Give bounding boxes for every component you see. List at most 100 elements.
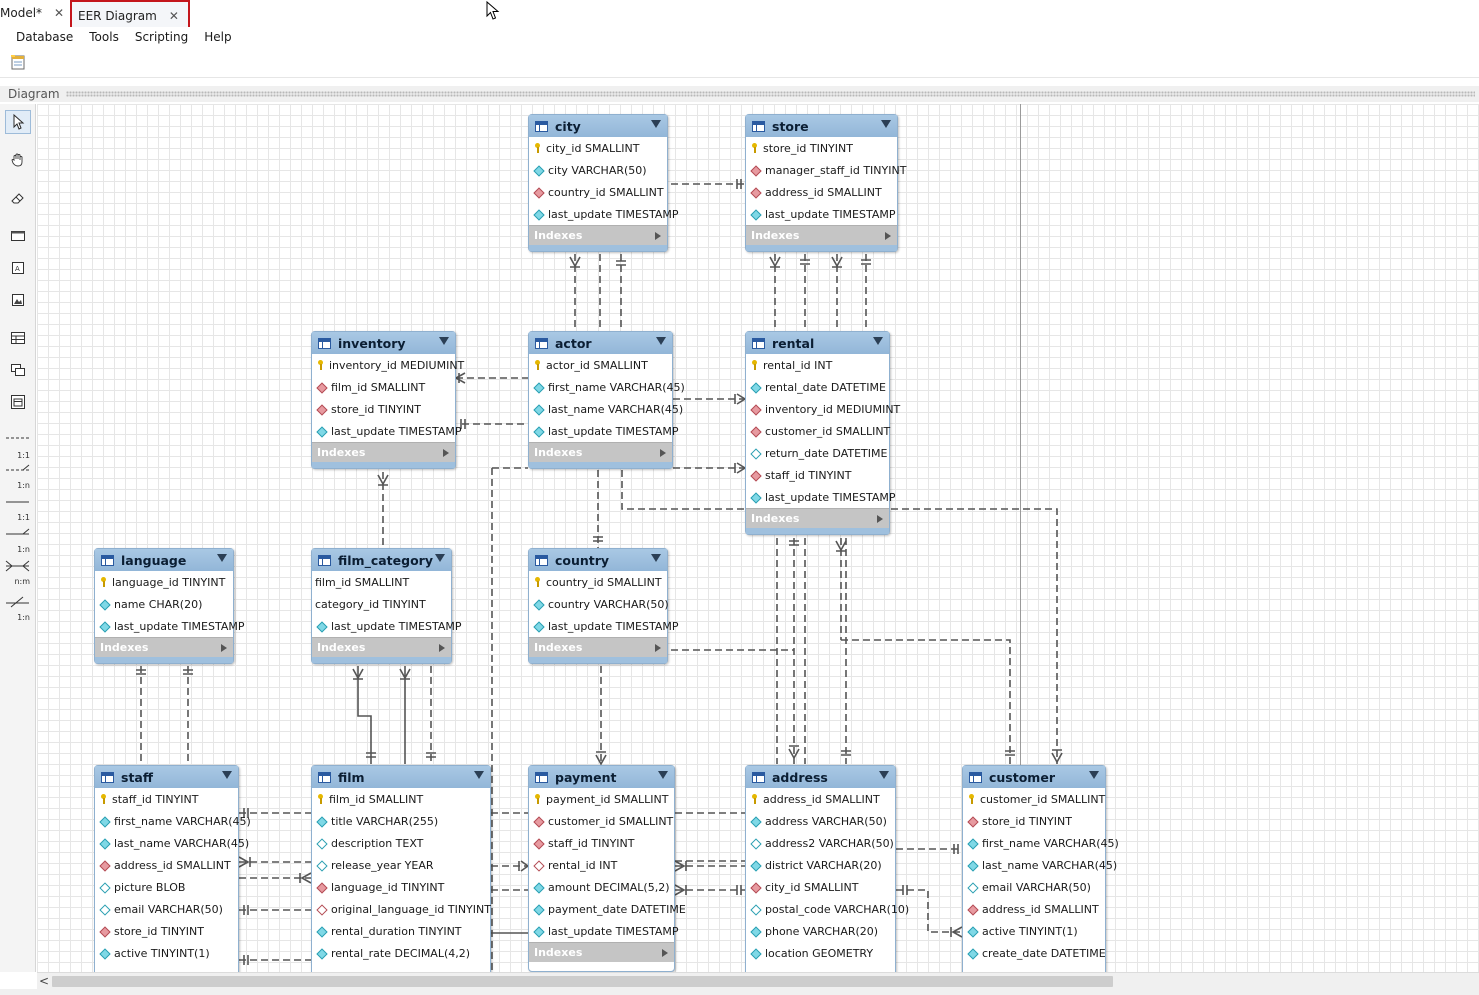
menu-scripting[interactable]: Scripting	[134, 30, 189, 44]
relationship-1-1-icon[interactable]: 1:1	[5, 432, 31, 460]
table-customer-column[interactable]: customer_id SMALLINT	[963, 788, 1105, 810]
table-icon[interactable]	[5, 326, 31, 350]
table-country-header[interactable]: country	[529, 549, 667, 571]
table-customer-column[interactable]: address_id SMALLINT	[963, 898, 1105, 920]
select-icon[interactable]	[5, 110, 31, 134]
table-staff-column[interactable]: address_id SMALLINT	[95, 854, 238, 876]
table-language-header[interactable]: language	[95, 549, 233, 571]
table-customer-column[interactable]: last_name VARCHAR(45)	[963, 854, 1117, 876]
relationship-1-1-identifying-icon[interactable]: 1:1	[5, 494, 31, 522]
table-film-category-header[interactable]: film_category	[312, 549, 451, 571]
text-note-icon[interactable]: A	[5, 256, 31, 280]
table-menu-arrow-icon[interactable]	[651, 120, 661, 128]
horizontal-scrollbar[interactable]: <	[37, 972, 1479, 989]
table-inventory-column[interactable]: inventory_id MEDIUMINT	[312, 354, 464, 376]
table-inventory-header[interactable]: inventory	[312, 332, 455, 354]
table-customer-column[interactable]: email VARCHAR(50)	[963, 876, 1105, 898]
table-rental[interactable]: rental rental_id INT rental_date DATETIM…	[745, 331, 900, 535]
table-film-column[interactable]: rental_duration TINYINT	[312, 920, 490, 942]
table-menu-arrow-icon[interactable]	[222, 771, 232, 779]
table-rental-header[interactable]: rental	[746, 332, 889, 354]
relationship-1-n-identifying-icon[interactable]: 1:n	[5, 526, 31, 554]
diagram-canvas[interactable]: city city_id SMALLINT city VARCHAR(50) c…	[37, 104, 1479, 985]
table-film-column[interactable]: title VARCHAR(255)	[312, 810, 490, 832]
table-menu-arrow-icon[interactable]	[435, 554, 445, 562]
table-rental-column[interactable]: rental_date DATETIME	[746, 376, 889, 398]
table-country-column[interactable]: country_id SMALLINT	[529, 571, 667, 593]
table-language-column[interactable]: last_update TIMESTAMP	[95, 615, 245, 637]
table-payment-column[interactable]: customer_id SMALLINT	[529, 810, 674, 832]
table-customer-column[interactable]: create_date DATETIME	[963, 942, 1106, 964]
menu-help[interactable]: Help	[204, 30, 232, 44]
table-address-column[interactable]: phone VARCHAR(20)	[746, 920, 895, 942]
table-rental-column[interactable]: return_date DATETIME	[746, 442, 889, 464]
table-city[interactable]: city city_id SMALLINT city VARCHAR(50) c…	[528, 114, 679, 252]
table-menu-arrow-icon[interactable]	[439, 337, 449, 345]
table-store-column[interactable]: last_update TIMESTAMP	[746, 203, 897, 225]
table-actor-column[interactable]: first_name VARCHAR(45)	[529, 376, 685, 398]
table-store[interactable]: store store_id TINYINT manager_staff_id …	[745, 114, 906, 252]
table-payment-header[interactable]: payment	[529, 766, 674, 788]
table-film-column[interactable]: description TEXT	[312, 832, 490, 854]
table-payment-column[interactable]: staff_id TINYINT	[529, 832, 674, 854]
table-address-column[interactable]: address2 VARCHAR(50)	[746, 832, 895, 854]
eraser-icon[interactable]	[5, 186, 31, 210]
table-store-column[interactable]: store_id TINYINT	[746, 137, 897, 159]
table-country[interactable]: country country_id SMALLINT country VARC…	[528, 548, 679, 664]
table-film-category-column[interactable]: category_id TINYINT	[312, 593, 451, 615]
table-actor-indexes[interactable]: Indexes	[529, 442, 672, 462]
table-menu-arrow-icon[interactable]	[658, 771, 668, 779]
panel-grip[interactable]	[65, 91, 1475, 97]
table-address-header[interactable]: address	[746, 766, 895, 788]
relationship-n-m-icon[interactable]: n:m	[5, 558, 31, 586]
tab-eer-diagram[interactable]: EER Diagram ✕	[70, 0, 190, 32]
table-customer-column[interactable]: active TINYINT(1)	[963, 920, 1105, 942]
table-payment-column[interactable]: amount DECIMAL(5,2)	[529, 876, 674, 898]
table-customer-column[interactable]: store_id TINYINT	[963, 810, 1105, 832]
table-store-column[interactable]: address_id SMALLINT	[746, 181, 897, 203]
table-address-column[interactable]: postal_code VARCHAR(10)	[746, 898, 909, 920]
table-staff-column[interactable]: store_id TINYINT	[95, 920, 238, 942]
table-country-indexes[interactable]: Indexes	[529, 637, 667, 657]
table-city-indexes[interactable]: Indexes	[529, 225, 667, 245]
table-payment-column[interactable]: payment_date DATETIME	[529, 898, 686, 920]
table-city-column[interactable]: city VARCHAR(50)	[529, 159, 667, 181]
view-icon[interactable]	[5, 358, 31, 382]
table-film-category-column[interactable]: film_id SMALLINT	[312, 571, 451, 593]
image-icon[interactable]	[5, 288, 31, 312]
table-city-column[interactable]: city_id SMALLINT	[529, 137, 667, 159]
table-address-column[interactable]: location GEOMETRY	[746, 942, 895, 964]
table-staff-column[interactable]: email VARCHAR(50)	[95, 898, 238, 920]
table-customer-column[interactable]: first_name VARCHAR(45)	[963, 832, 1119, 854]
table-language-column[interactable]: name CHAR(20)	[95, 593, 233, 615]
table-inventory-column[interactable]: last_update TIMESTAMP	[312, 420, 462, 442]
table-inventory-column[interactable]: film_id SMALLINT	[312, 376, 455, 398]
layer-icon[interactable]	[5, 224, 31, 248]
table-actor-column[interactable]: actor_id SMALLINT	[529, 354, 672, 376]
table-staff-header[interactable]: staff	[95, 766, 238, 788]
table-actor[interactable]: actor actor_id SMALLINT first_name VARCH…	[528, 331, 685, 469]
table-staff-column[interactable]: active TINYINT(1)	[95, 942, 238, 964]
hand-icon[interactable]	[5, 148, 31, 172]
table-film[interactable]: film film_id SMALLINT title VARCHAR(255)…	[311, 765, 491, 985]
table-inventory[interactable]: inventory inventory_id MEDIUMINT film_id…	[311, 331, 464, 469]
tab-model-close-icon[interactable]: ✕	[54, 6, 65, 20]
table-store-column[interactable]: manager_staff_id TINYINT	[746, 159, 906, 181]
table-staff-column[interactable]: first_name VARCHAR(45)	[95, 810, 251, 832]
table-rental-column[interactable]: customer_id SMALLINT	[746, 420, 890, 442]
table-customer[interactable]: customer customer_id SMALLINT store_id T…	[962, 765, 1119, 985]
table-city-column[interactable]: last_update TIMESTAMP	[529, 203, 679, 225]
table-film-column[interactable]: rental_rate DECIMAL(4,2)	[312, 942, 490, 964]
table-rental-column[interactable]: staff_id TINYINT	[746, 464, 889, 486]
table-actor-column[interactable]: last_name VARCHAR(45)	[529, 398, 683, 420]
table-staff-column[interactable]: last_name VARCHAR(45)	[95, 832, 249, 854]
table-language-column[interactable]: language_id TINYINT	[95, 571, 233, 593]
table-film-column[interactable]: original_language_id TINYINT	[312, 898, 491, 920]
table-inventory-column[interactable]: store_id TINYINT	[312, 398, 455, 420]
relationship-existing-columns-icon[interactable]: 1:n	[5, 594, 31, 622]
table-city-column[interactable]: country_id SMALLINT	[529, 181, 667, 203]
table-language-indexes[interactable]: Indexes	[95, 637, 233, 657]
table-store-header[interactable]: store	[746, 115, 897, 137]
scrollbar-thumb[interactable]	[52, 976, 1113, 987]
table-menu-arrow-icon[interactable]	[879, 771, 889, 779]
